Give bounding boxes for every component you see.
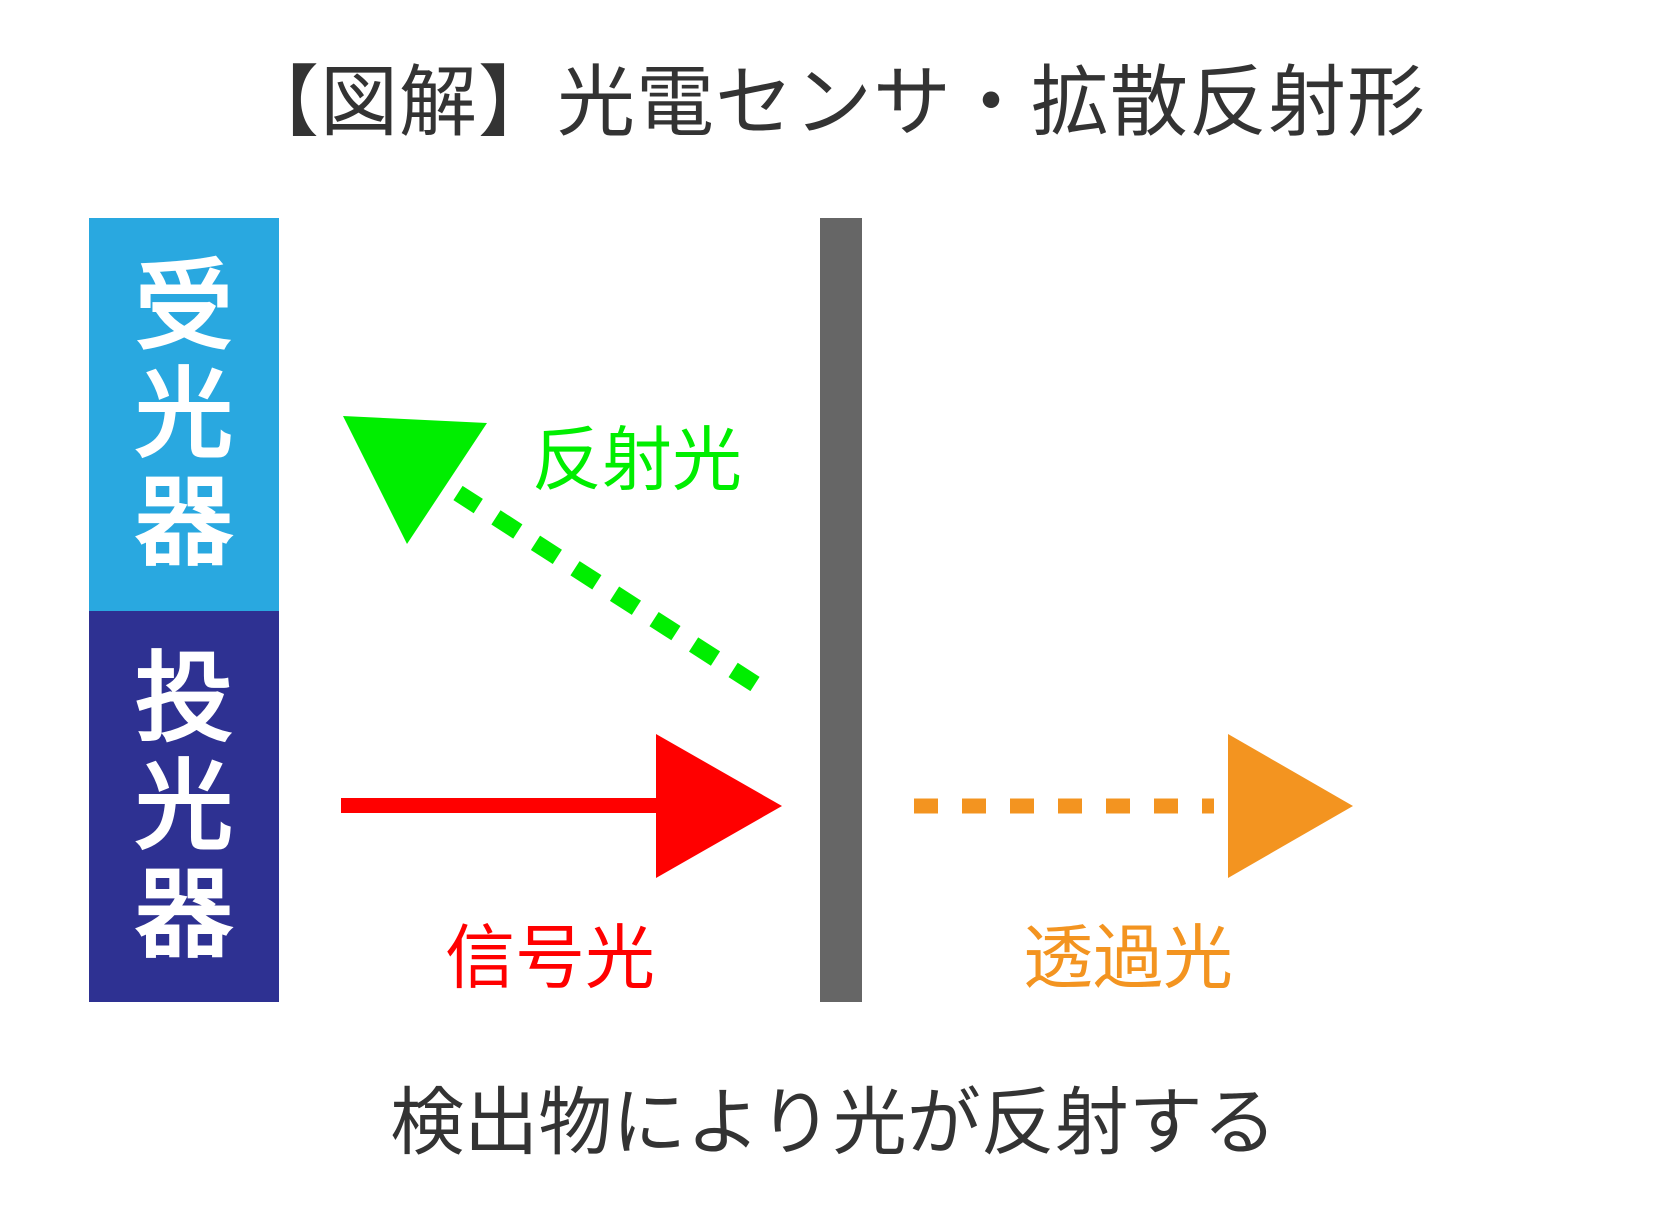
target-object-bar <box>820 218 862 1002</box>
signal-light-arrowhead <box>656 734 782 878</box>
receiver-box: 受 光 器 <box>89 218 279 611</box>
emitter-label-char: 器 <box>134 857 233 972</box>
reflected-light-label: 反射光 <box>532 419 742 501</box>
emitter-label-char: 光 <box>134 749 233 864</box>
signal-light-line <box>341 798 661 813</box>
reflected-light-line <box>453 485 760 692</box>
signal-light-label: 信号光 <box>445 917 655 999</box>
receiver-label-char: 器 <box>134 465 233 580</box>
transmitted-light-arrowhead <box>1228 734 1353 878</box>
transmitted-light-label: 透過光 <box>1023 917 1233 999</box>
receiver-label-char: 受 <box>134 249 233 364</box>
reflected-light-arrowhead <box>343 416 487 544</box>
emitter-label-char: 投 <box>134 641 233 756</box>
emitter-box: 投 光 器 <box>89 611 279 1002</box>
diagram-title: 【図解】光電センサ・拡散反射形 <box>240 58 1426 148</box>
diagram-caption: 検出物により光が反射する <box>390 1080 1277 1166</box>
receiver-label-char: 光 <box>134 357 233 472</box>
